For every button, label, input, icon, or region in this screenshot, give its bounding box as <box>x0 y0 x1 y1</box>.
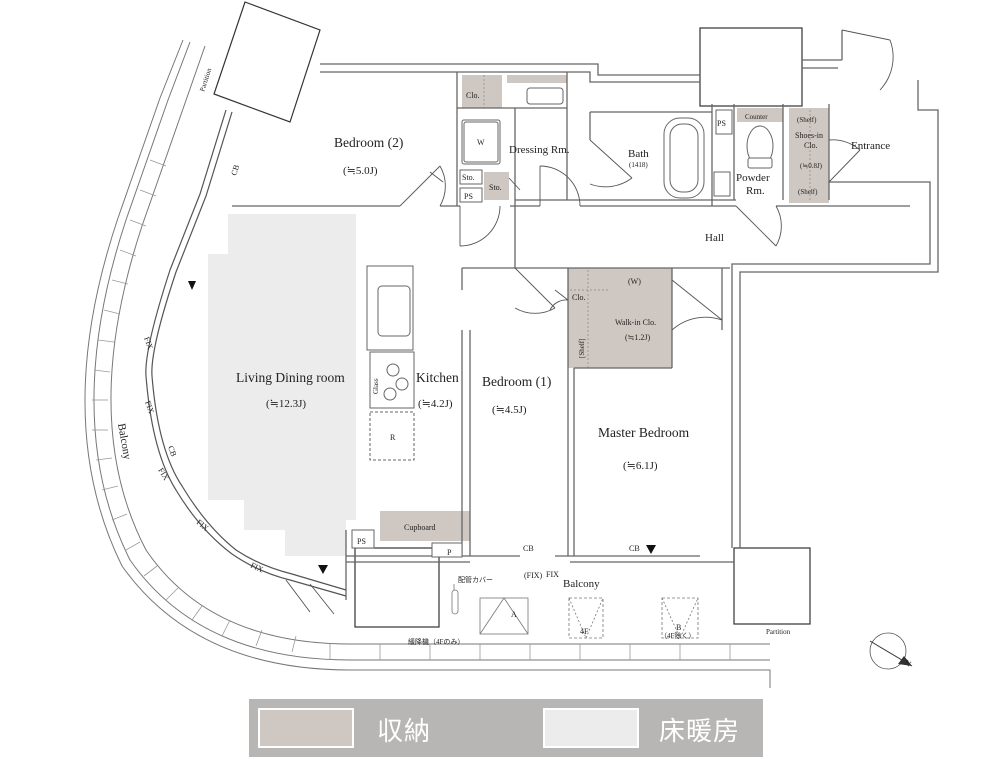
unit-4f-label: 4F <box>580 627 589 636</box>
shoes-size: (≒0.8J) <box>800 162 823 170</box>
kitchen-label: Kitchen <box>416 370 459 385</box>
living-size: (≒12.3J) <box>266 398 306 410</box>
unit-b-label: B <box>676 623 681 632</box>
p-label: P <box>447 548 452 557</box>
storage-dashes <box>483 75 811 368</box>
washer <box>461 119 501 165</box>
storage-swatch <box>258 708 354 748</box>
floor-heating-legend-label: 床暖房 <box>659 717 741 747</box>
bathtub <box>663 117 705 199</box>
north-compass-icon <box>869 632 913 670</box>
bedroom1-size: (≒4.5J) <box>492 404 527 416</box>
entrance-label: Entrance <box>851 140 890 152</box>
clo-label-bed2: Clo. <box>466 91 480 100</box>
balcony-features <box>451 584 699 639</box>
ps-label-1: PS <box>464 192 473 201</box>
except-4f-label: （4F除く） <box>660 631 695 640</box>
descender-label: 緩降機（4Fのみ） <box>408 637 464 646</box>
fix-label-1: FIX <box>142 336 155 351</box>
fix-paren-label: (FIX) <box>524 571 543 580</box>
fix-label-6: FIX <box>546 570 559 579</box>
walkin-size: (≒1.2J) <box>625 333 650 342</box>
clo-label-walkin: Clo. <box>572 293 586 302</box>
cb-label-3: CB <box>523 544 534 553</box>
unit-a-label: A <box>511 610 517 619</box>
shoes-label-2: Clo. <box>804 141 818 150</box>
kitchen-size: (≒4.2J) <box>418 398 453 410</box>
cupboard-label: Cupboard <box>404 523 436 532</box>
washer-label: W <box>477 138 485 147</box>
sto-label-2: Sto. <box>489 183 502 192</box>
bedroom2-label: Bedroom (2) <box>334 135 403 150</box>
fix-label-2: FIX <box>143 400 156 415</box>
sto-label-1: Sto. <box>462 173 475 182</box>
shelf-bracket-label: [Shelf] <box>578 339 586 358</box>
storage-areas <box>380 75 829 541</box>
shoes-label: Shoes-in <box>795 131 823 140</box>
living-floor-heating <box>208 214 356 556</box>
fix-label-3: FIX <box>156 466 171 482</box>
pipe-cover-label: 配管カバー <box>458 575 493 584</box>
ps-label-2: PS <box>717 119 726 128</box>
fixtures <box>351 87 774 558</box>
partition-label-2: Partition <box>766 628 791 636</box>
legend: 収納 床暖房 <box>249 699 763 757</box>
shelf-label-1: (Shelf) <box>797 116 817 124</box>
dressing-label: Dressing Rm. <box>509 144 570 156</box>
pipe-cover-marker <box>451 589 459 615</box>
outdoor-unit-b <box>661 597 699 639</box>
powder-label: Powder <box>736 172 770 184</box>
ps-living <box>351 529 375 549</box>
cb-label-2: CB <box>166 445 178 458</box>
cb-label-1: CB <box>229 164 241 177</box>
master-bedroom-label: Master Bedroom <box>598 425 690 440</box>
master-bedroom-size: (≒6.1J) <box>623 460 658 472</box>
floor-heating-swatch <box>543 708 639 748</box>
pipe-p <box>431 542 463 558</box>
north-label: N <box>903 658 913 669</box>
balcony-railing <box>84 39 771 688</box>
window-wall <box>145 109 347 597</box>
glass-label: Glass <box>372 378 380 394</box>
ps-box <box>715 109 733 135</box>
balcony-railing-posts <box>92 159 731 660</box>
bedroom2-size: (≒5.0J) <box>343 165 378 177</box>
outdoor-unit-a <box>479 597 529 635</box>
bedroom1-label: Bedroom (1) <box>482 374 551 389</box>
hall-label: Hall <box>705 232 724 244</box>
refrigerator-label: R <box>390 433 396 442</box>
cb-label-4: CB <box>629 544 640 553</box>
powder-cabinet <box>713 171 731 197</box>
bath-label: Bath <box>628 148 649 160</box>
orientation-marks <box>188 281 656 574</box>
walkin-label: Walk-in Clo. <box>615 318 656 327</box>
storage-legend-label: 収納 <box>377 717 432 747</box>
doors <box>285 29 894 615</box>
partition-label-1: Partition <box>198 67 213 93</box>
walkin-w-label: (W) <box>628 277 641 286</box>
shelf-label-2: (Shelf) <box>798 188 818 196</box>
bath-size: (1418) <box>629 161 648 169</box>
ps-cabinet <box>459 187 483 203</box>
columns <box>213 1 811 628</box>
powder-label-2: Rm. <box>746 185 765 197</box>
ps-label-3: PS <box>357 537 366 546</box>
living-label: Living Dining room <box>236 370 345 385</box>
refrigerator-space <box>369 411 415 461</box>
balcony-label-south: Balcony <box>563 578 600 590</box>
sto-cabinet <box>459 169 483 185</box>
fix-label-5: FIX <box>249 561 265 575</box>
balcony-label-west: Balcony <box>115 422 133 461</box>
counter-label: Counter <box>745 113 768 121</box>
